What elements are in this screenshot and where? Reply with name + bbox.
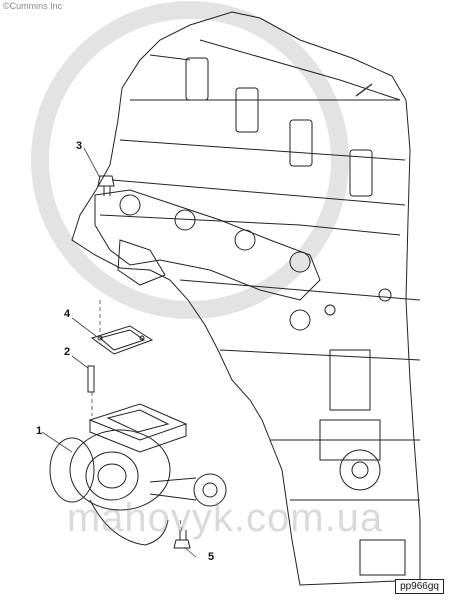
engine-block bbox=[71, 11, 421, 586]
callout-5: 5 bbox=[208, 551, 215, 563]
figure-code: pp966gq bbox=[395, 579, 444, 594]
stud-2 bbox=[87, 365, 95, 393]
copyright-text: ©Cummins Inc bbox=[3, 1, 63, 11]
gasket-4 bbox=[90, 325, 154, 355]
bolt-5 bbox=[173, 530, 191, 549]
callout-2: 2 bbox=[64, 346, 71, 358]
bolt-3 bbox=[97, 175, 115, 196]
fuel-injectors bbox=[149, 39, 401, 197]
callout-3: 3 bbox=[76, 140, 83, 152]
leader-lines bbox=[41, 83, 373, 558]
callout-1: 1 bbox=[36, 425, 43, 437]
callout-4: 4 bbox=[64, 308, 71, 320]
turbocharger-1 bbox=[49, 403, 227, 546]
cummins-logo-watermark bbox=[31, 1, 349, 319]
exhaust-manifold bbox=[94, 189, 321, 301]
